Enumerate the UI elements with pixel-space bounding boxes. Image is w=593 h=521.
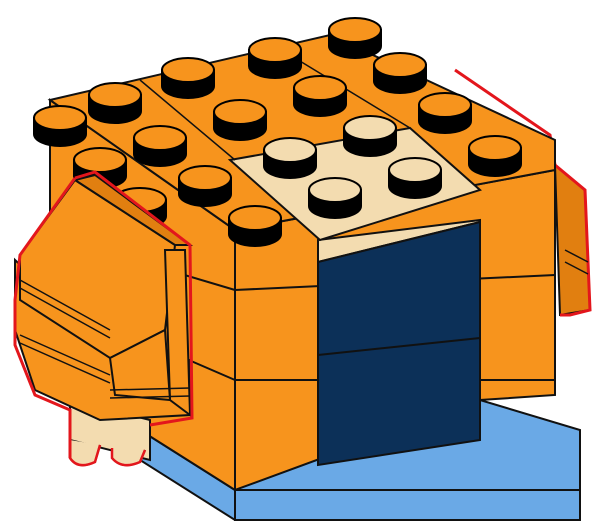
orange-stud-9 [89,83,141,123]
orange-stud-2 [374,53,426,93]
tan-stud-4 [389,158,441,198]
tan-stud-3 [309,178,361,218]
tan-stud-1 [264,138,316,178]
orange-stud-3 [419,93,471,133]
orange-stud-11 [179,166,231,206]
orange-stud-12 [229,206,281,246]
navy-column [318,222,480,465]
orange-stud-13 [34,106,86,146]
orange-stud-1 [329,18,381,58]
orange-stud-6 [294,76,346,116]
orange-stud-4 [469,136,521,176]
orange-stud-7 [162,58,214,98]
orange-stud-5 [249,38,301,78]
tan-stud-2 [344,116,396,156]
orange-stud-10 [134,126,186,166]
orange-stud-8 [214,100,266,140]
